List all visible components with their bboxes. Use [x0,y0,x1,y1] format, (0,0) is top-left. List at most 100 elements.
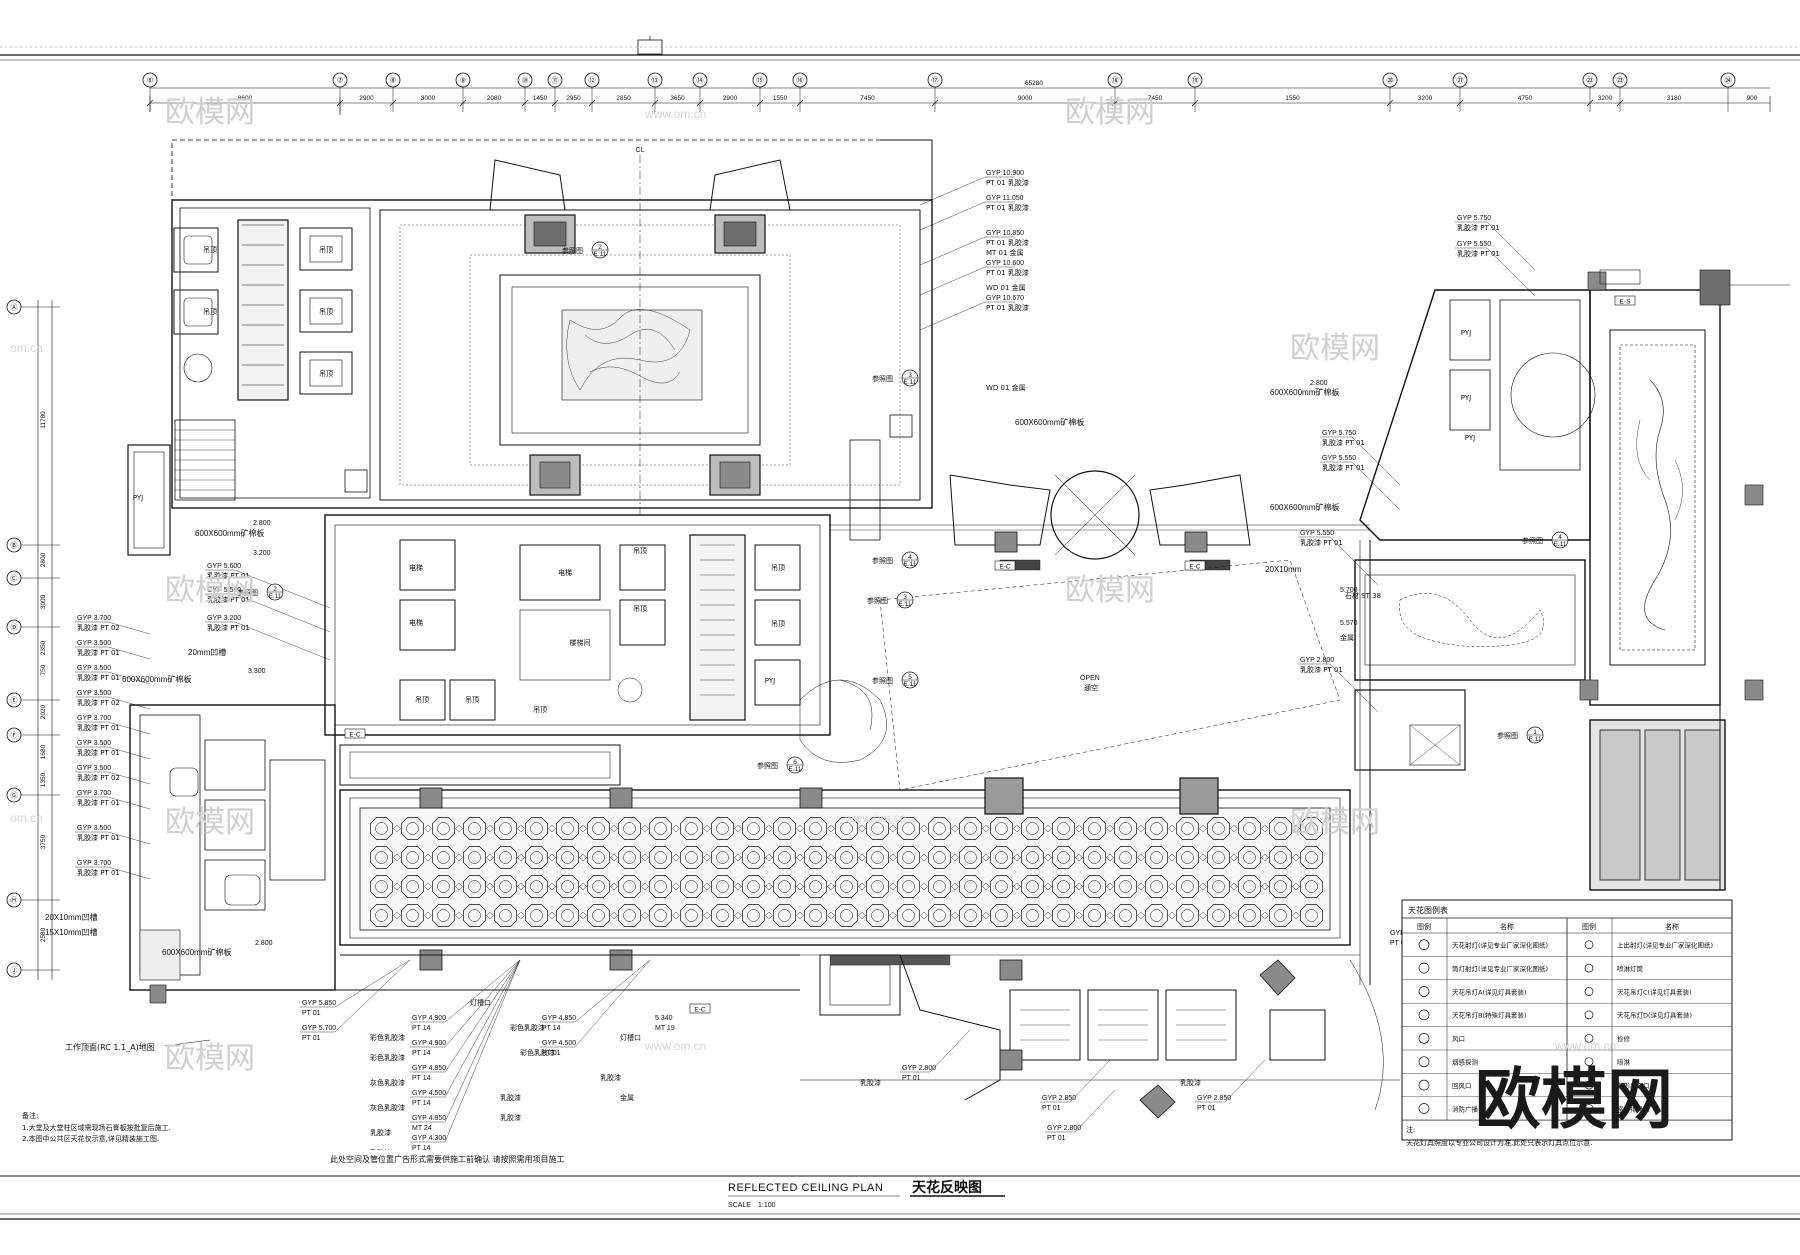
coffer-node [734,824,742,833]
section-ref-word: 参照图 [1497,731,1518,740]
coffer-node [393,824,401,833]
coffer-light [406,851,419,864]
coffer-light [1026,880,1039,893]
coffer-light [1305,880,1318,893]
coffer-node [548,882,556,891]
top-dimension: 8600 [238,95,253,102]
coffer-panel [1083,846,1106,869]
top-grid-bubble: ⑫ [584,72,600,112]
paint-tag: 乳胶漆 PT 01 [77,723,120,732]
section-ref-sheet: E.11 [269,593,282,600]
paint-tag: 乳胶漆 PT 01 [77,748,120,757]
elevation-tag: E-C [994,560,1016,571]
coffer-node [1199,911,1207,920]
coffer-light [437,851,450,864]
dim-tick [1386,99,1394,107]
coffer-light [685,880,698,893]
top-grid-label: ㉑ [1457,77,1464,85]
left-grid-label: Ⓕ [11,732,18,740]
coffer-light [809,851,822,864]
grid-600-note-a: 600X600mm矿棉板 [195,528,264,538]
legend-item-name: 消防广播 [1452,1104,1479,1113]
coffer-light [685,851,698,864]
dim-tick [336,99,344,107]
coffer-panel [897,875,920,898]
watermark-big: 欧模网 [1475,1061,1673,1138]
coffer-panel [1114,846,1137,869]
section-ref-sheet: E.11 [1554,541,1567,548]
left-dimension: 1350 [40,772,47,787]
slot-20-note: 20mm凹槽 [188,647,226,657]
coffer-node [1292,853,1300,862]
top-dimension: 3200 [1598,95,1613,102]
top-total-dimension: 65280 [1025,80,1043,87]
dim-tick [696,99,704,107]
top-grid-bubble: ⑯ [792,72,808,112]
paint-tag: PT 14 [412,1075,431,1082]
coffer-node [672,911,680,920]
paint-tag: 乳胶漆 PT 01 [77,798,120,807]
coffer-panel [1021,904,1044,927]
section-ref-sheet: E.11 [789,766,802,773]
legend-note-label: 注: [1406,1125,1415,1134]
coffer-node [393,853,401,862]
slot-20x10-note: 20X10mm凹槽 [45,912,97,922]
coffer-panel [1238,846,1261,869]
coffer-panel [587,817,610,840]
left-grid-bubble: Ⓙ [6,962,60,978]
legend-symbol [1418,1079,1430,1091]
coffer-light [716,909,729,922]
coffer-node [951,911,959,920]
coffer-node [1261,824,1269,833]
room-label: 吊顶 [319,370,333,378]
coffer-node [1292,824,1300,833]
top-grid-bubble: ⑮ [752,72,768,112]
coffer-light [778,880,791,893]
coffer-panel [1052,904,1075,927]
legend-row: 烟感探测喷淋 [1402,1056,1732,1074]
ceiling-height: 5.570 [1340,620,1358,627]
coffer-light [778,909,791,922]
top-grid-label: ⑲ [1192,77,1199,85]
paint-tag: 乳胶漆 PT 01 [77,673,120,682]
top-grid-label: ⑱ [1112,77,1119,85]
coffer-panel [618,846,641,869]
gyp-height-tag: GYP 10.850 [986,230,1024,237]
coffer-light [499,909,512,922]
gyp-height-tag: GYP 5.750 [1322,430,1356,437]
material-word: 彩色乳胶漆 [370,1053,405,1062]
coffer-node [796,911,804,920]
room-label: 吊顶 [533,706,547,714]
coffer-node [796,824,804,833]
coffer-light [871,822,884,835]
top-dimension: 2900 [723,95,738,102]
coffer-light [1212,880,1225,893]
coffer-light [468,909,481,922]
coffer-panel [1207,875,1230,898]
coffer-panel [1145,904,1168,927]
coffer-light [1305,822,1318,835]
coffer-panel [804,817,827,840]
coffer-node [920,853,928,862]
coffer-light [1119,909,1132,922]
footer-note: 此处空间及管位置广告形式需要供施工前确认 请按照需用项目施工 [330,1154,565,1164]
coffer-node [1261,853,1269,862]
section-ref-sheet: E.11 [899,601,912,608]
left-grid-bubble: Ⓓ [6,619,60,635]
watermark-brand-6: 欧模网 [165,805,255,840]
coffer-node [1075,911,1083,920]
coffer-panel [370,904,393,927]
coffer-light [1181,822,1194,835]
coffer-node [424,853,432,862]
coffer-panel [804,875,827,898]
coffer-light [716,880,729,893]
coffer-panel [773,846,796,869]
room-labels: 吊顶吊顶吊顶吊顶吊顶吊顶吊顶吊顶吊顶电梯电梯电梯楼梯间吊顶吊顶吊顶PYJPYJP… [133,246,1513,1042]
left-dimension: 3750 [40,834,47,849]
dim-tick [1191,99,1199,107]
